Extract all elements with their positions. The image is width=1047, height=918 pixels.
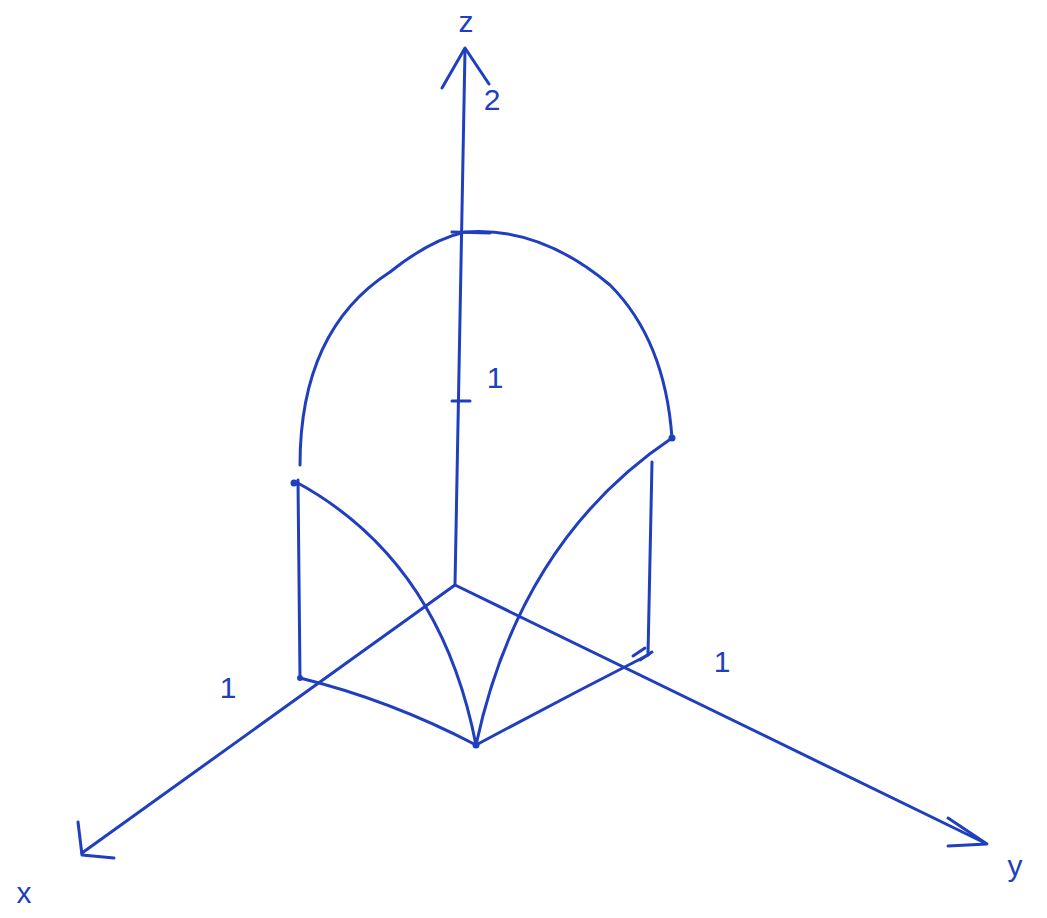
x-axis — [82, 585, 455, 853]
axis-value: 1 — [220, 673, 237, 703]
y-axis — [455, 585, 985, 843]
corner-dot — [473, 742, 480, 749]
axis-value: 2 — [484, 85, 501, 115]
axis-label: y — [1008, 851, 1023, 881]
axis-arrowhead — [442, 48, 489, 88]
base-edge — [300, 678, 476, 745]
axis-value: 1 — [714, 647, 731, 677]
side-edge — [648, 462, 652, 655]
axis-arrowhead — [948, 818, 987, 846]
axis-label: z — [459, 7, 474, 37]
corner-dot — [297, 675, 303, 681]
side-edge — [298, 480, 300, 678]
axis-value: 1 — [487, 363, 504, 393]
base-edge — [476, 655, 648, 745]
corner-dot — [291, 480, 298, 487]
z-axis — [455, 50, 465, 585]
axis-label: x — [17, 878, 32, 908]
dome-curve — [300, 231, 672, 465]
axis-arrowhead — [78, 822, 114, 858]
curved-edge — [296, 482, 476, 745]
corner-dot — [669, 435, 676, 442]
tick-mark — [452, 400, 470, 403]
curved-edge — [476, 438, 672, 745]
